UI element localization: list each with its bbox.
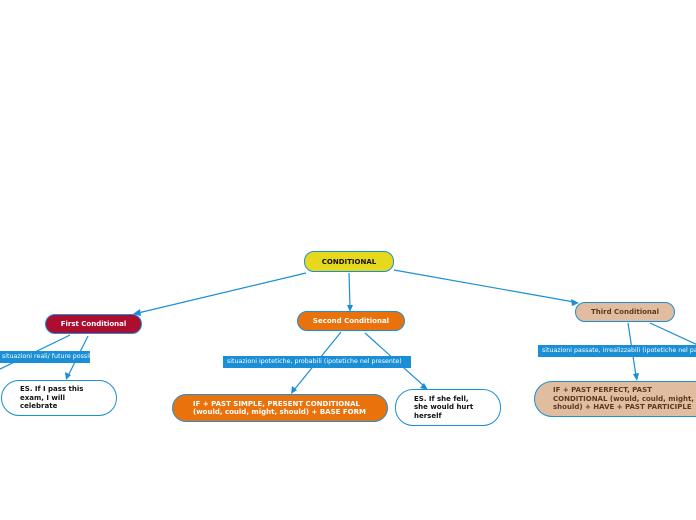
arrowhead (420, 383, 428, 390)
second-conditional-rule[interactable]: IF + PAST SIMPLE, PRESENT CONDITIONAL (w… (172, 394, 388, 422)
second-conditional-example[interactable]: ES. If she fell, she would hurt herself (395, 389, 501, 426)
connector-central-third (393, 269, 575, 303)
connector-third-right (649, 322, 696, 345)
arrowhead (633, 373, 639, 381)
first-conditional-example[interactable]: ES. If I pass this exam, I will celebrat… (1, 380, 117, 416)
first-conditional-label[interactable]: situazioni reali/ future possibili (0, 351, 90, 363)
arrowhead (347, 305, 353, 312)
arrowhead (65, 372, 71, 380)
connector-central-first (137, 272, 307, 314)
arrowhead (571, 299, 579, 306)
connector-central-second (348, 272, 351, 308)
second-conditional-node[interactable]: Second Conditional (297, 311, 405, 331)
arrowhead (291, 386, 297, 394)
first-conditional-node[interactable]: First Conditional (45, 314, 142, 334)
third-conditional-label[interactable]: situazioni passate, irrealizzabili (ipot… (538, 345, 696, 357)
third-conditional-node[interactable]: Third Conditional (575, 302, 675, 322)
second-conditional-label[interactable]: situazioni ipotetiche, probabili (ipotet… (223, 356, 411, 368)
third-conditional-rule[interactable]: IF + PAST PERFECT, PAST CONDITIONAL (wou… (534, 381, 696, 417)
central-topic[interactable]: CONDITIONAL (304, 251, 394, 272)
